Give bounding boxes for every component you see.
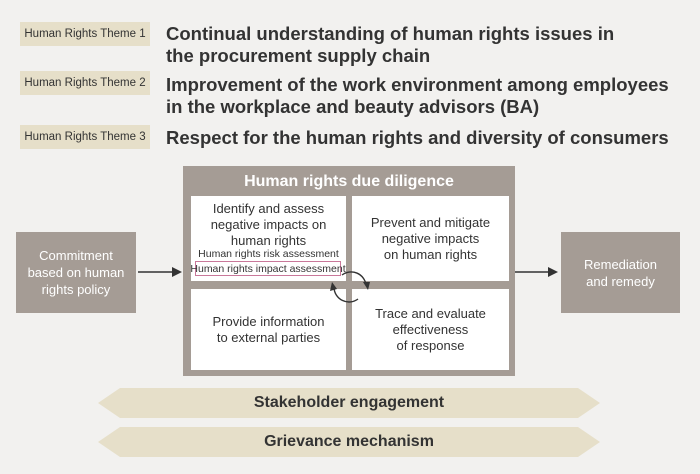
- grievance-mechanism-band: Grievance mechanism: [98, 427, 600, 457]
- commitment-label: Commitment based on human rights policy: [27, 248, 125, 297]
- identify-assess-label: Identify and assess negative impacts on …: [210, 201, 327, 248]
- arrow-to-remediation: [515, 267, 558, 277]
- stakeholder-engagement-label: Stakeholder engagement: [253, 394, 445, 411]
- trace-evaluate-box: Trace and evaluate effectiveness of resp…: [352, 289, 509, 370]
- cycle-arrow-icon: [330, 271, 370, 303]
- theme-2-tag: Human Rights Theme 2: [20, 71, 150, 95]
- remediation-label: Remediation and remedy: [584, 256, 657, 289]
- theme-1-title-line1: Continual understanding of human rights …: [166, 23, 615, 44]
- theme-2-title-line1: Improvement of the work environment amon…: [166, 74, 669, 95]
- risk-assessment-label: Human rights risk assessment: [198, 248, 339, 260]
- impact-assessment-label: Human rights impact assessment: [190, 261, 346, 276]
- provide-information-box: Provide information to external parties: [191, 289, 346, 370]
- arrow-to-due-diligence: [138, 267, 182, 277]
- grievance-mechanism-label: Grievance mechanism: [264, 433, 434, 450]
- commitment-box: Commitment based on human rights policy: [16, 232, 136, 313]
- trace-evaluate-label: Trace and evaluate effectiveness of resp…: [375, 305, 486, 353]
- theme-3-tag: Human Rights Theme 3: [20, 125, 150, 149]
- theme-1-title-line2: the procurement supply chain: [166, 45, 431, 66]
- due-diligence-title: Human rights due diligence: [244, 173, 454, 190]
- prevent-mitigate-box: Prevent and mitigate negative impacts on…: [352, 196, 509, 281]
- remediation-box: Remediation and remedy: [561, 232, 680, 313]
- theme-3-title: Respect for the human rights and diversi…: [166, 127, 669, 148]
- theme-1-tag: Human Rights Theme 1: [20, 22, 150, 46]
- theme-2-title-line2: in the workplace and beauty advisors (BA…: [166, 96, 540, 117]
- provide-information-label: Provide information to external parties: [212, 313, 325, 345]
- stakeholder-engagement-band: Stakeholder engagement: [98, 388, 600, 418]
- prevent-mitigate-label: Prevent and mitigate negative impacts on…: [370, 214, 491, 262]
